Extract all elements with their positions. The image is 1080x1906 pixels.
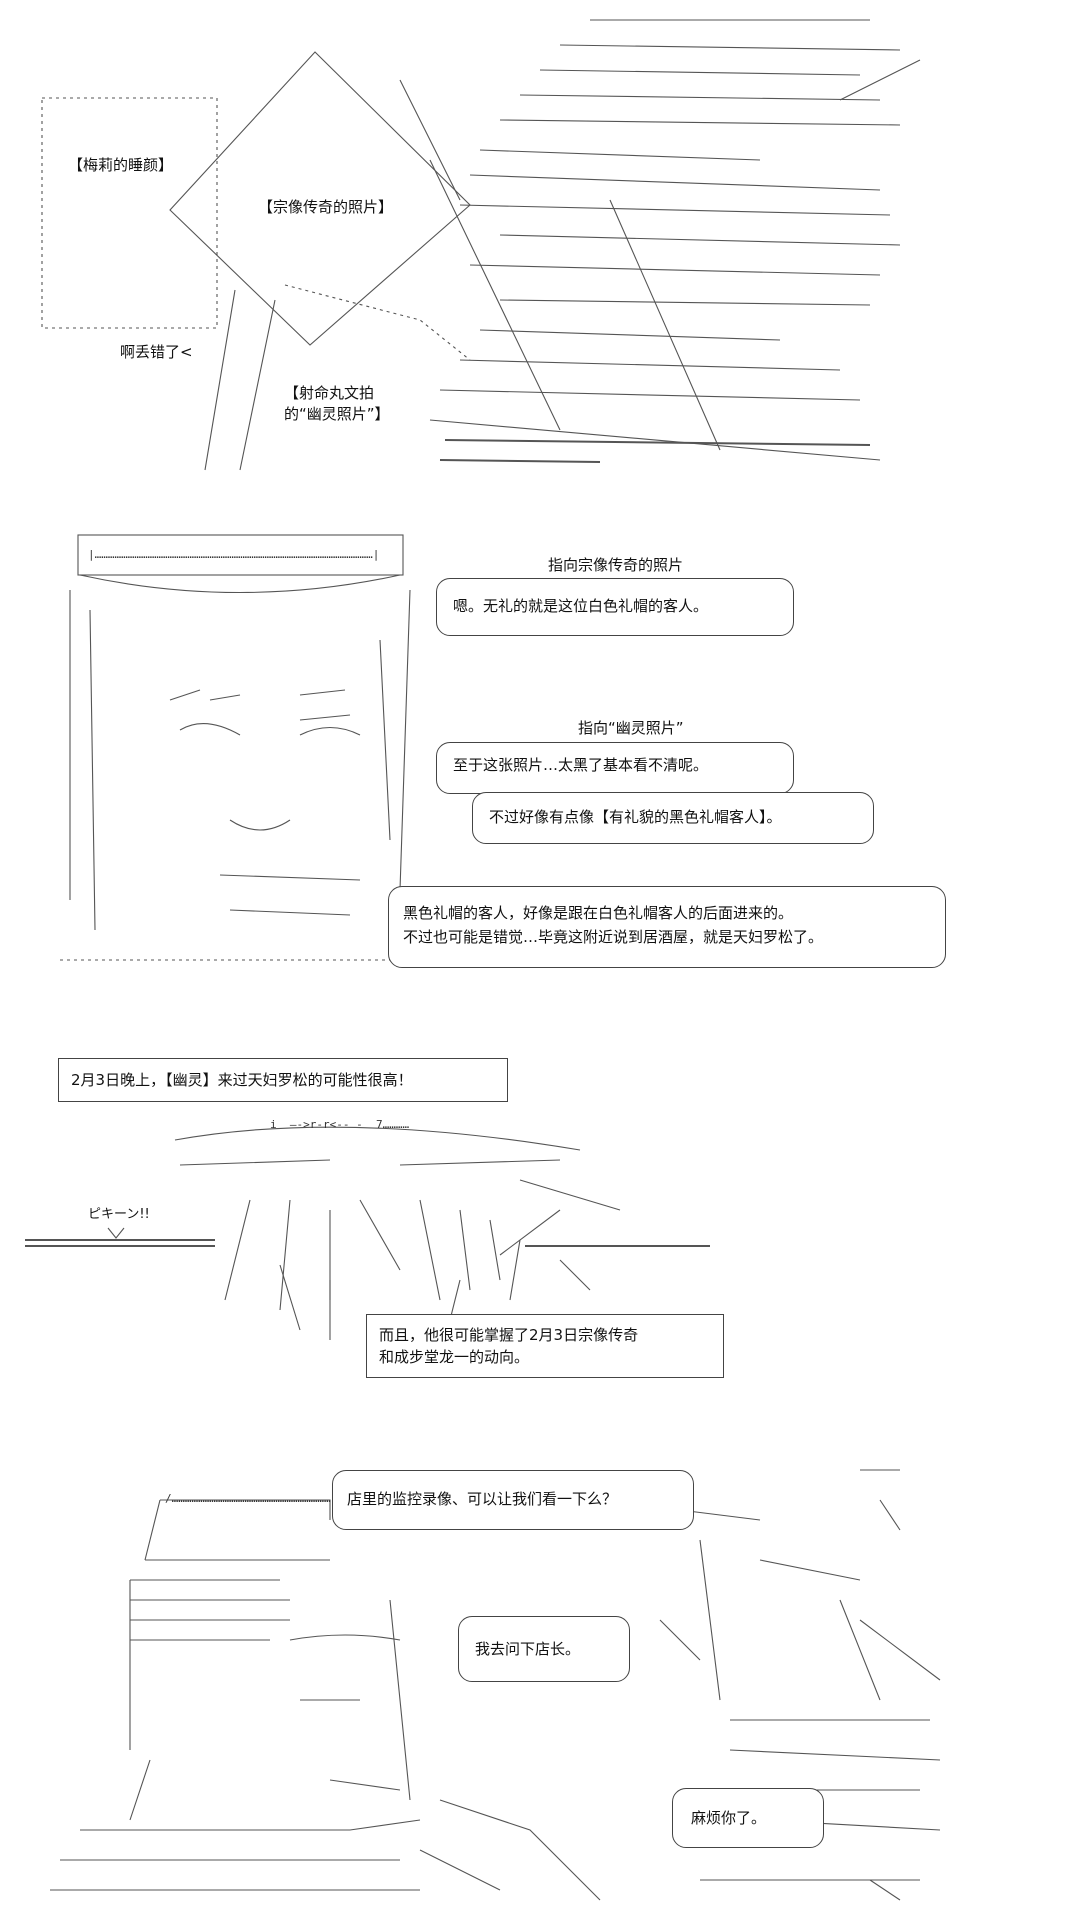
speech-bubble-thank-you: 麻烦你了。: [672, 1788, 824, 1848]
speech-text: 嗯。无礼的就是这位白色礼帽的客人。: [453, 597, 709, 615]
speech-text: 麻烦你了。: [691, 1809, 767, 1827]
speech-text: 不过好像有点像【有礼貌的黑色礼帽客人】。: [489, 808, 782, 826]
speech-text-line2: 不过也可能是错觉…毕竟这附近说到居酒屋，就是天妇罗松了。: [403, 928, 824, 946]
speech-bubble-polite-black-hat: 不过好像有点像【有礼貌的黑色礼帽客人】。: [472, 792, 874, 844]
label-meiri-sleeping-face: 【梅莉的睡颜】: [68, 156, 174, 174]
speech-bubble-ask-manager: 我去问下店长。: [458, 1616, 630, 1682]
speech-text-line1: 黑色礼帽的客人，好像是跟在白色礼帽客人的后面进来的。: [403, 904, 794, 922]
narration-text-line2: 和成步堂龙一的动向。: [379, 1348, 530, 1366]
speech-text: 店里的监控录像、可以让我们看一下么？: [347, 1490, 618, 1508]
narration-text-line1: 而且，他很可能掌握了2月3日宗像传奇: [379, 1326, 639, 1344]
speech-bubble-ask-cctv: 店里的监控录像、可以让我们看一下么？: [332, 1470, 694, 1530]
ascii-fragment-panel4-top: /………………………………………………………………: [165, 1492, 331, 1505]
meiri-photo-frame: [41, 97, 218, 329]
label-aya-ghost-photo-line2: 的“幽灵照片”】: [284, 405, 390, 423]
speech-text: 我去问下店长。: [475, 1640, 581, 1658]
label-soukou-photo: 【宗像传奇的照片】: [258, 198, 394, 216]
sfx-pikiin: ピキーン!!: [88, 1207, 150, 1222]
speech-bubble-too-dark: 至于这张照片…太黑了基本看不清呢。: [436, 742, 794, 794]
label-aya-ghost-photo-line1: 【射命丸文拍: [284, 384, 375, 402]
narration-box-he-knows: 而且，他很可能掌握了2月3日宗像传奇 和成步堂龙一的动向。: [366, 1314, 724, 1378]
label-oops-wrong-one: 啊丢错了<: [120, 343, 193, 361]
speech-text: 至于这张照片…太黑了基本看不清呢。: [453, 756, 709, 774]
ascii-fragment-panel3-top: i ―->r-r<-- - 7…………: [270, 1118, 410, 1131]
narration-box-ghost-visited: 2月3日晚上，【幽灵】来过天妇罗松的可能性很高！: [58, 1058, 508, 1102]
ascii-fragment-hat-top: |…………………………………………………………………………………………………………: [88, 548, 380, 561]
hat-outline: [77, 534, 404, 576]
speech-bubble-rude-guest: 嗯。无礼的就是这位白色礼帽的客人。: [436, 578, 794, 636]
speech-bubble-black-hat-followed: 黑色礼帽的客人，好像是跟在白色礼帽客人的后面进来的。 不过也可能是错觉…毕竟这附…: [388, 886, 946, 968]
soukou-photo-frame: [169, 51, 471, 346]
caption-point-ghost-photo: 指向“幽灵照片”: [578, 719, 684, 737]
caption-point-soukou-photo: 指向宗像传奇的照片: [548, 556, 684, 574]
narration-text: 2月3日晚上，【幽灵】来过天妇罗松的可能性很高！: [71, 1071, 413, 1089]
